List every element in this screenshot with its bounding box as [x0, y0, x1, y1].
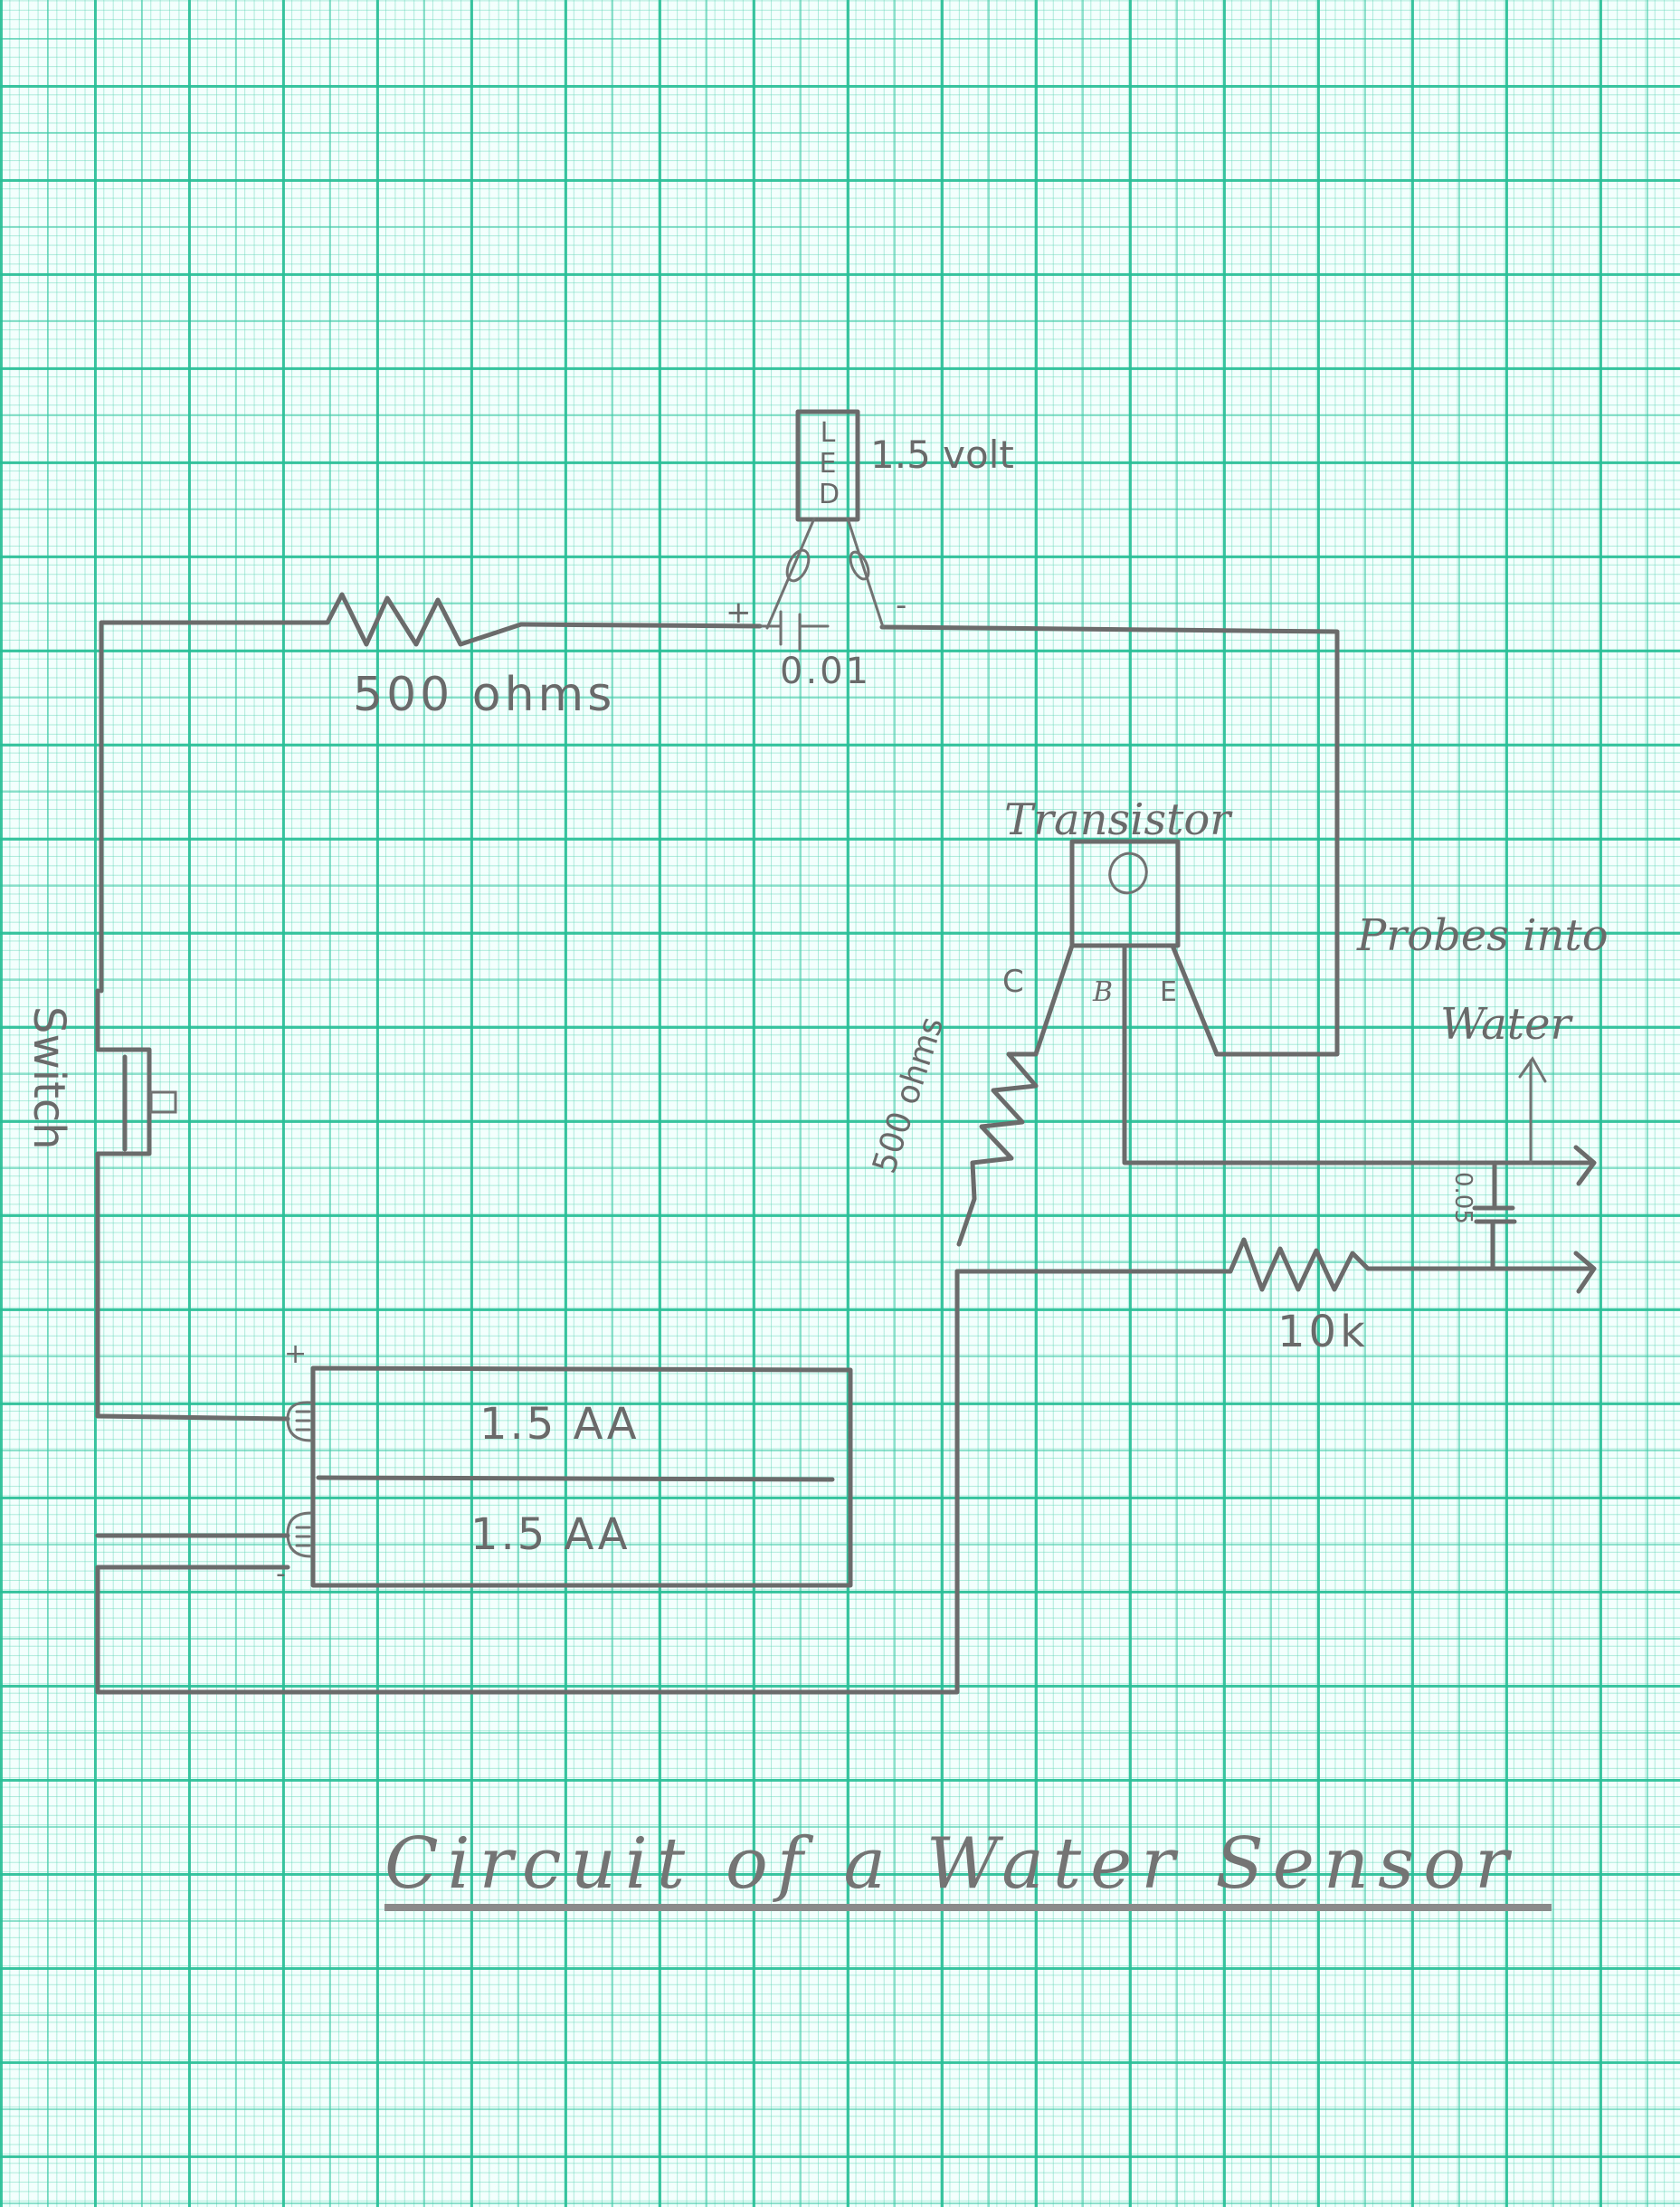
led-leg-minus-icon [846, 517, 885, 629]
transistor-label: Transistor [1004, 794, 1231, 845]
probes-label-line1: Probes into [1357, 910, 1609, 961]
transistor-collector-leg [1006, 943, 1075, 1057]
led-leg-plus-icon [765, 517, 816, 630]
transistor-pin-b: B [1093, 976, 1114, 1008]
led-lead-ring-left-icon [785, 548, 811, 583]
probe-arrow-lower-icon [1573, 1251, 1597, 1294]
battery-pack-icon [310, 1365, 853, 1588]
capacitor-001-label: 0.01 [780, 651, 872, 692]
led-body-icon [795, 409, 860, 522]
resistor-500-top-label: 500 ohms [353, 668, 616, 722]
wire-battery-plus [95, 1413, 290, 1422]
capacitor-001-icon [758, 610, 830, 652]
switch-icon [95, 988, 152, 1419]
switch-label: Switch [24, 1006, 74, 1150]
battery-cell-2-label: 1.5 AA [470, 1509, 631, 1560]
led-lead-ring-right-icon [849, 550, 870, 581]
transistor-mark-icon [1108, 851, 1148, 895]
battery-minus-sign: - [276, 1558, 286, 1590]
led-letter-l: L [820, 417, 836, 449]
led-rating-label: 1.5 volt [870, 433, 1014, 477]
probe-arrow-upper-icon [1573, 1145, 1597, 1186]
battery-cell-1-label: 1.5 AA [479, 1399, 640, 1450]
transistor-emitter-leg [1170, 943, 1220, 1057]
led-letters: L E D [819, 417, 840, 510]
transistor-base-leg [1122, 943, 1595, 1165]
battery-plus-sign: + [284, 1338, 308, 1370]
transistor-pin-e: E [1160, 976, 1177, 1008]
resistor-500-collector-icon [956, 1051, 1039, 1247]
capacitor-005-label: 0.05 [1449, 1172, 1476, 1224]
wire-top-right [879, 624, 1340, 1057]
capacitor-005-icon [1472, 1160, 1517, 1271]
diagram-title: Circuit of a Water Sensor [384, 1827, 1552, 1911]
resistor-10k-label: 10k [1277, 1307, 1369, 1357]
resistor-10k-icon [1228, 1237, 1595, 1292]
wire-left-top [99, 620, 330, 994]
transistor-pin-c: C [1002, 964, 1024, 1000]
resistor-500-top-icon [325, 592, 524, 647]
probes-label-line2: Water [1440, 999, 1571, 1050]
led-plus-sign: + [726, 595, 752, 631]
led-minus-sign: - [896, 587, 907, 623]
battery-terminal-plus-icon [286, 1401, 313, 1442]
probe-up-arrow-icon [1518, 1056, 1547, 1165]
switch-button-icon [149, 1090, 177, 1114]
battery-terminal-minus-icon [286, 1511, 313, 1558]
led-letter-e: E [819, 448, 837, 480]
led-letter-d: D [819, 479, 840, 510]
wire-bottom-right [95, 1269, 960, 1695]
wire-top [518, 622, 763, 629]
